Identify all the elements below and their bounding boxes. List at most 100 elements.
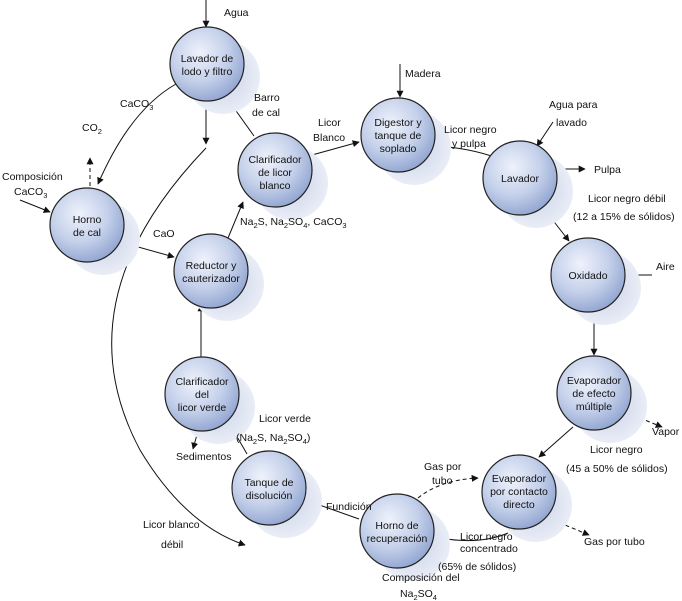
label-agua: Agua — [224, 7, 249, 19]
node-label: de efecto — [572, 388, 615, 400]
node-label: de licor — [258, 167, 292, 179]
label-licor-blanco-2: Blanco — [313, 132, 345, 144]
node-label: Evaporador — [567, 375, 622, 387]
node-label: recuperación — [367, 533, 428, 545]
node-label: múltiple — [576, 401, 612, 413]
label-co2: CO2 — [82, 122, 102, 136]
label-gas-tubo-top-1: Gas por — [424, 461, 462, 473]
node-label: Reductor y — [186, 260, 238, 272]
node-lavador-lodo: Lavador de lodo y filtro — [169, 26, 260, 114]
svg-text:Clarificador: Clarificador — [248, 154, 302, 166]
label-licor-verde-1: Licor verde — [259, 413, 311, 425]
node-label: tanque de — [375, 130, 422, 142]
edge-agua-lavado — [536, 121, 554, 147]
node-label: Oxidado — [568, 270, 607, 282]
svg-text:directo: directo — [503, 499, 535, 511]
svg-text:Evaporador: Evaporador — [492, 473, 547, 485]
node-clarificador-verde: Clarificador del licor verde — [164, 356, 255, 444]
svg-text:Horno de: Horno de — [375, 520, 418, 532]
node-label: Evaporador — [492, 473, 547, 485]
node-label: Horno — [73, 214, 102, 226]
svg-text:Tanque de: Tanque de — [244, 477, 293, 489]
edge-lavador-lodo-horno — [97, 83, 177, 185]
node-label: del — [195, 389, 209, 401]
label-licor-negro-45-1: Licor negro — [590, 444, 643, 456]
svg-text:tanque de: tanque de — [375, 130, 422, 142]
node-label: Horno de — [375, 520, 418, 532]
edge-evap-multiple-contacto — [538, 426, 574, 458]
label-caco3-top: CaCO3 — [120, 98, 153, 112]
label-licor-negro-conc-2: concentrado — [460, 543, 518, 555]
label-gas-tubo-top-2: tubo — [432, 475, 453, 487]
label-licor-blanco-debil-1: Licor blanco — [143, 519, 200, 531]
node-oxidado: Oxidado — [550, 237, 641, 325]
label-licor-negro-debil-1: Licor negro débil — [588, 193, 666, 205]
node-label: Lavador — [501, 173, 539, 185]
svg-text:Reductor y: Reductor y — [186, 260, 238, 272]
node-label: blanco — [260, 180, 291, 192]
edge-clarif-digestor — [311, 140, 360, 156]
node-horno-cal: Horno de cal — [49, 187, 140, 275]
label-licor-negro-pulpa-2: y pulpa — [452, 138, 486, 150]
svg-text:Digestor y: Digestor y — [374, 117, 422, 129]
svg-text:disolución: disolución — [246, 490, 293, 502]
node-label: disolución — [246, 490, 293, 502]
label-licor-negro-conc-3: (65% de sólidos) — [438, 561, 516, 573]
label-caco3-left: CaCO3 — [14, 186, 47, 200]
svg-text:Lavador: Lavador — [501, 173, 539, 185]
svg-text:por contacto: por contacto — [490, 486, 548, 498]
node-horno-recuperacion: Horno de recuperación — [359, 493, 450, 581]
svg-text:Clarificador: Clarificador — [175, 376, 229, 388]
label-licor-negro-debil-2: (12 a 15% de sólidos) — [573, 211, 675, 223]
svg-text:soplado: soplado — [380, 143, 417, 155]
label-licor-verde-2: (Na2S, Na2SO4) — [236, 432, 310, 446]
node-clarificador-blanco: Clarificador de licor blanco — [237, 132, 328, 220]
node-label: directo — [503, 499, 535, 511]
svg-text:de licor: de licor — [258, 167, 292, 179]
node-label: Digestor y — [374, 117, 422, 129]
label-licor-negro-45-2: (45 a 50% de sólidos) — [566, 463, 668, 475]
label-agua-lavado-1: Agua para — [549, 99, 598, 111]
node-label: por contacto — [490, 486, 548, 498]
node-label: cauterizador — [182, 273, 240, 285]
label-composicion-caco3: Composición — [2, 171, 63, 183]
label-licor-blanco-debil-2: débil — [161, 539, 183, 551]
label-licor-negro-pulpa-1: Licor negro — [444, 124, 497, 136]
svg-text:Lavador de: Lavador de — [181, 53, 234, 65]
node-label: soplado — [380, 143, 417, 155]
label-vapor: Vapor — [652, 426, 680, 438]
node-reductor: Reductor y cauterizador — [173, 233, 264, 321]
edge-composicion-horno — [19, 199, 51, 213]
node-label: lodo y filtro — [182, 66, 233, 78]
label-pulpa: Pulpa — [594, 164, 621, 176]
label-aire: Aire — [656, 261, 675, 273]
svg-text:Evaporador: Evaporador — [567, 375, 622, 387]
label-madera: Madera — [405, 68, 441, 80]
label-cao: CaO — [153, 228, 175, 240]
label-licor-blanco-1: Licor — [318, 117, 341, 129]
edge-reductor-clarif-blanco — [227, 201, 244, 239]
svg-text:licor verde: licor verde — [178, 402, 227, 414]
node-label: licor verde — [178, 402, 227, 414]
node-label: Lavador de — [181, 53, 234, 65]
label-gas-tubo-right: Gas por tubo — [584, 536, 645, 548]
label-barro-cal-1: Barro — [254, 92, 280, 104]
label-na2s-na2so4-caco3: Na2S, Na2SO4, CaCO3 — [240, 216, 347, 230]
svg-text:de cal: de cal — [73, 227, 101, 239]
svg-text:Horno: Horno — [73, 214, 102, 226]
edge-gas-top — [417, 474, 479, 499]
svg-text:recuperación: recuperación — [367, 533, 428, 545]
svg-text:blanco: blanco — [260, 180, 291, 192]
node-evaporador-contacto: Evaporador por contacto directo — [481, 454, 572, 542]
node-label: Clarificador — [175, 376, 229, 388]
svg-text:del: del — [195, 389, 209, 401]
node-tanque-disolucion: Tanque de disolución — [231, 450, 322, 538]
node-lavador: Lavador — [482, 140, 573, 228]
node-label: Tanque de — [244, 477, 293, 489]
label-composicion-na2so4-2: Na2SO4 — [400, 588, 437, 601]
label-licor-negro-conc-1: Licor negro — [460, 531, 513, 543]
node-label: Clarificador — [248, 154, 302, 166]
label-barro-cal-2: de cal — [252, 107, 280, 119]
